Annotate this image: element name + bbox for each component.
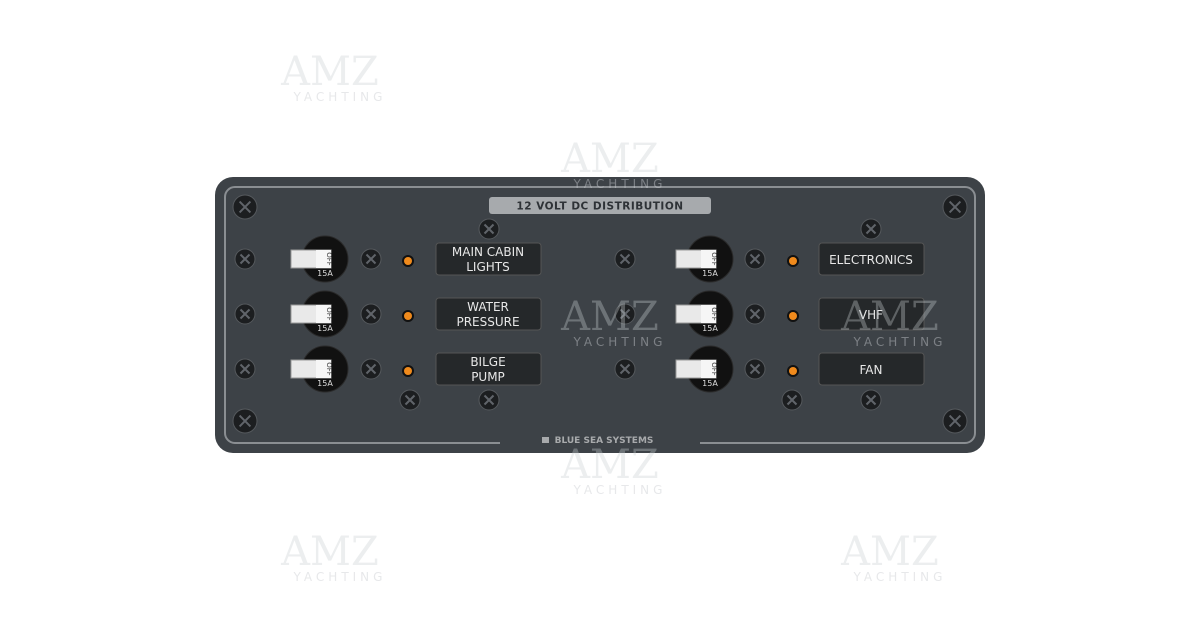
- circuit-label-plate: [818, 297, 925, 331]
- circuit-label-line1: WATER: [467, 300, 509, 314]
- watermark-subtext: YACHTING: [573, 483, 667, 497]
- breaker-rating: 15A: [702, 269, 718, 278]
- indicator-led: [404, 257, 412, 265]
- screw-icon: [614, 358, 636, 380]
- circuit-breaker-switch[interactable]: OFF 15A: [290, 290, 349, 338]
- brand-name: BLUE SEA SYSTEMS: [555, 436, 654, 446]
- breaker-rating: 15A: [317, 379, 333, 388]
- circuit-label-plate: [435, 352, 542, 386]
- circuit-label-line1: BILGE: [470, 355, 505, 369]
- circuit-label-plate: [435, 242, 542, 276]
- watermark-logo: AMZ: [840, 529, 939, 575]
- circuit-breaker-switch[interactable]: OFF 15A: [675, 290, 734, 338]
- screw-icon: [614, 248, 636, 270]
- watermark-logo: AMZ: [280, 529, 379, 575]
- circuit-breaker-switch[interactable]: OFF 15A: [675, 345, 734, 393]
- switch-off-label: OFF: [325, 362, 333, 376]
- screw-icon: [942, 408, 968, 434]
- screw-icon: [942, 194, 968, 220]
- circuit-label-plate: [818, 352, 925, 386]
- indicator-led: [789, 257, 797, 265]
- circuit-label-line2: PUMP: [471, 370, 505, 384]
- circuit-breaker-switch[interactable]: OFF 15A: [675, 235, 734, 283]
- watermark-logo: AMZ: [280, 49, 379, 95]
- screw-icon: [399, 389, 421, 411]
- screw-icon: [614, 303, 636, 325]
- circuit-label-line2: PRESSURE: [456, 315, 519, 329]
- screw-icon: [232, 194, 258, 220]
- indicator-led: [789, 367, 797, 375]
- screw-icon: [478, 389, 500, 411]
- screw-icon: [744, 303, 766, 325]
- circuit-label: FAN: [860, 363, 883, 377]
- screw-icon: [744, 248, 766, 270]
- screw-icon: [234, 248, 256, 270]
- brand-logo-icon: [542, 437, 549, 443]
- indicator-led: [789, 312, 797, 320]
- switch-off-label: OFF: [325, 252, 333, 266]
- panel: [215, 177, 985, 453]
- circuit-breaker-switch[interactable]: OFF 15A: [290, 235, 349, 283]
- circuit-label-plate: [435, 297, 542, 331]
- screw-icon: [781, 389, 803, 411]
- screw-icon: [234, 303, 256, 325]
- screw-icon: [232, 408, 258, 434]
- breaker-rating: 15A: [317, 324, 333, 333]
- screw-icon: [360, 248, 382, 270]
- switch-off-label: OFF: [710, 252, 718, 266]
- circuit-label-plate: [818, 242, 925, 276]
- title-plate: [489, 197, 711, 214]
- circuit-label: VHF: [859, 308, 883, 322]
- watermark-subtext: YACHTING: [293, 570, 387, 584]
- breaker-rating: 15A: [317, 269, 333, 278]
- switch-off-label: OFF: [325, 307, 333, 321]
- panel-title: 12 VOLT DC DISTRIBUTION: [516, 201, 683, 213]
- screw-icon: [234, 358, 256, 380]
- indicator-led: [404, 312, 412, 320]
- screw-icon: [360, 358, 382, 380]
- screw-icon: [744, 358, 766, 380]
- watermark-logo: AMZ: [560, 136, 659, 182]
- circuit-label: ELECTRONICS: [829, 253, 913, 267]
- watermark-subtext: YACHTING: [293, 90, 387, 104]
- circuit-label-line2: LIGHTS: [466, 260, 510, 274]
- watermark-subtext: YACHTING: [853, 570, 947, 584]
- circuit-label-line1: MAIN CABIN: [452, 245, 524, 259]
- screw-icon: [360, 303, 382, 325]
- switch-off-label: OFF: [710, 307, 718, 321]
- screw-icon: [860, 389, 882, 411]
- screw-icon: [860, 218, 882, 240]
- breaker-rating: 15A: [702, 324, 718, 333]
- indicator-led: [404, 367, 412, 375]
- screw-icon: [478, 218, 500, 240]
- circuit-breaker-switch[interactable]: OFF 15A: [290, 345, 349, 393]
- brand-gap: [500, 436, 700, 446]
- switch-off-label: OFF: [710, 362, 718, 376]
- breaker-rating: 15A: [702, 379, 718, 388]
